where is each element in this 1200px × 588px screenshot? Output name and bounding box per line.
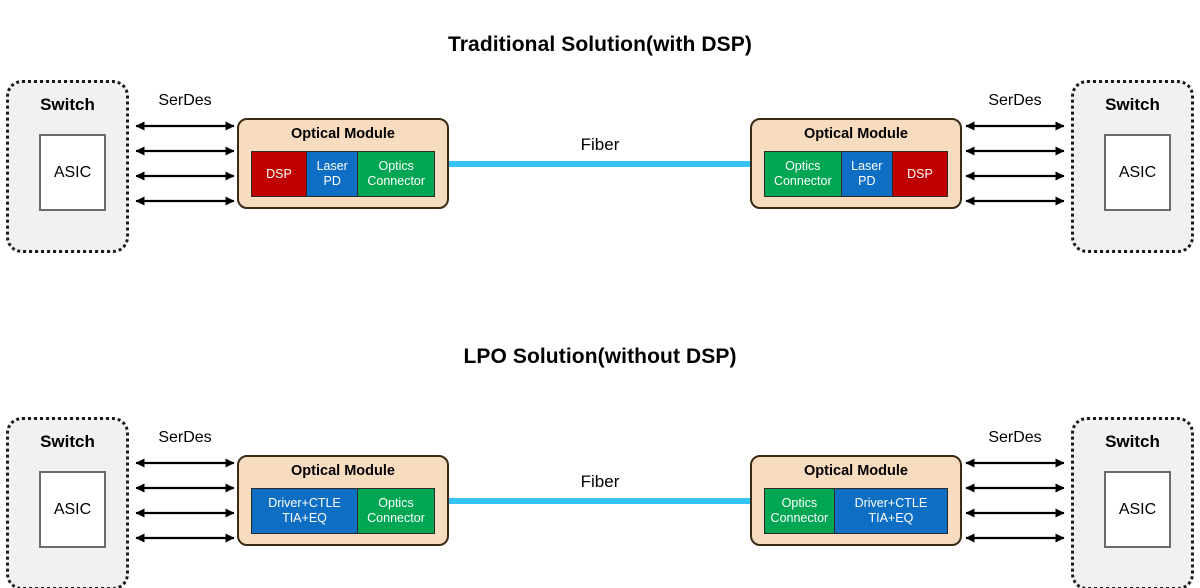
module-title: Optical Module <box>804 463 908 479</box>
module-title: Optical Module <box>291 126 395 142</box>
block-optics-connector[interactable]: Optics Connector <box>358 152 434 196</box>
asic-label: ASIC <box>53 163 92 181</box>
module-title: Optical Module <box>291 463 395 479</box>
serdes-label: SerDes <box>158 429 212 446</box>
left-optical-module-lpo[interactable]: Optical Module Driver+CTLE TIA+EQ Optics… <box>237 455 449 546</box>
right-optical-module-traditional[interactable]: Optical Module Optics Connector Laser PD… <box>750 118 962 209</box>
module-blocks: Driver+CTLE TIA+EQ Optics Connector <box>251 488 435 534</box>
asic-label: ASIC <box>1118 500 1157 518</box>
serdes-arrows <box>135 458 235 543</box>
right-switch-box-lpo[interactable]: Switch ASIC <box>1071 417 1194 588</box>
asic-label: ASIC <box>53 500 92 518</box>
module-blocks: Optics Connector Laser PD DSP <box>764 151 948 197</box>
fiber-line-lpo <box>449 498 752 504</box>
serdes-label: SerDes <box>988 92 1042 109</box>
serdes-arrows <box>135 121 235 206</box>
section-title-traditional: Traditional Solution(with DSP) <box>448 33 752 56</box>
right-serdes-group-traditional: SerDes <box>961 92 1069 211</box>
switch-title: Switch <box>1105 432 1160 451</box>
block-laser-pd[interactable]: Laser PD <box>307 152 359 196</box>
serdes-label: SerDes <box>988 429 1042 446</box>
block-driver-ctle-tia-eq[interactable]: Driver+CTLE TIA+EQ <box>834 489 947 533</box>
left-optical-module-traditional[interactable]: Optical Module DSP Laser PD Optics Conne… <box>237 118 449 209</box>
switch-title: Switch <box>1105 95 1160 114</box>
asic-box: ASIC <box>1104 134 1171 211</box>
right-optical-module-lpo[interactable]: Optical Module Optics Connector Driver+C… <box>750 455 962 546</box>
section-title-lpo: LPO Solution(without DSP) <box>463 345 737 368</box>
serdes-arrows <box>965 121 1065 206</box>
block-dsp[interactable]: DSP <box>252 152 307 196</box>
block-optics-connector[interactable]: Optics Connector <box>357 489 434 533</box>
asic-label: ASIC <box>1118 163 1157 181</box>
switch-title: Switch <box>40 95 95 114</box>
block-optics-connector[interactable]: Optics Connector <box>765 152 842 196</box>
asic-box: ASIC <box>1104 471 1171 548</box>
right-serdes-group-lpo: SerDes <box>961 429 1069 548</box>
serdes-arrows <box>965 458 1065 543</box>
fiber-label-traditional: Fiber <box>580 135 620 154</box>
block-driver-ctle-tia-eq[interactable]: Driver+CTLE TIA+EQ <box>252 489 358 533</box>
module-title: Optical Module <box>804 126 908 142</box>
module-blocks: Optics Connector Driver+CTLE TIA+EQ <box>764 488 948 534</box>
block-laser-pd[interactable]: Laser PD <box>841 152 893 196</box>
switch-title: Switch <box>40 432 95 451</box>
block-dsp[interactable]: DSP <box>893 152 947 196</box>
module-blocks: DSP Laser PD Optics Connector <box>251 151 435 197</box>
right-switch-box-traditional[interactable]: Switch ASIC <box>1071 80 1194 253</box>
left-switch-box-traditional[interactable]: Switch ASIC <box>6 80 129 253</box>
asic-box: ASIC <box>39 134 106 211</box>
asic-box: ASIC <box>39 471 106 548</box>
left-serdes-group-lpo: SerDes <box>131 429 239 548</box>
fiber-label-lpo: Fiber <box>580 472 620 491</box>
left-serdes-group-traditional: SerDes <box>131 92 239 211</box>
fiber-line-traditional <box>449 161 752 167</box>
left-switch-box-lpo[interactable]: Switch ASIC <box>6 417 129 588</box>
block-optics-connector[interactable]: Optics Connector <box>765 489 835 533</box>
serdes-label: SerDes <box>158 92 212 109</box>
